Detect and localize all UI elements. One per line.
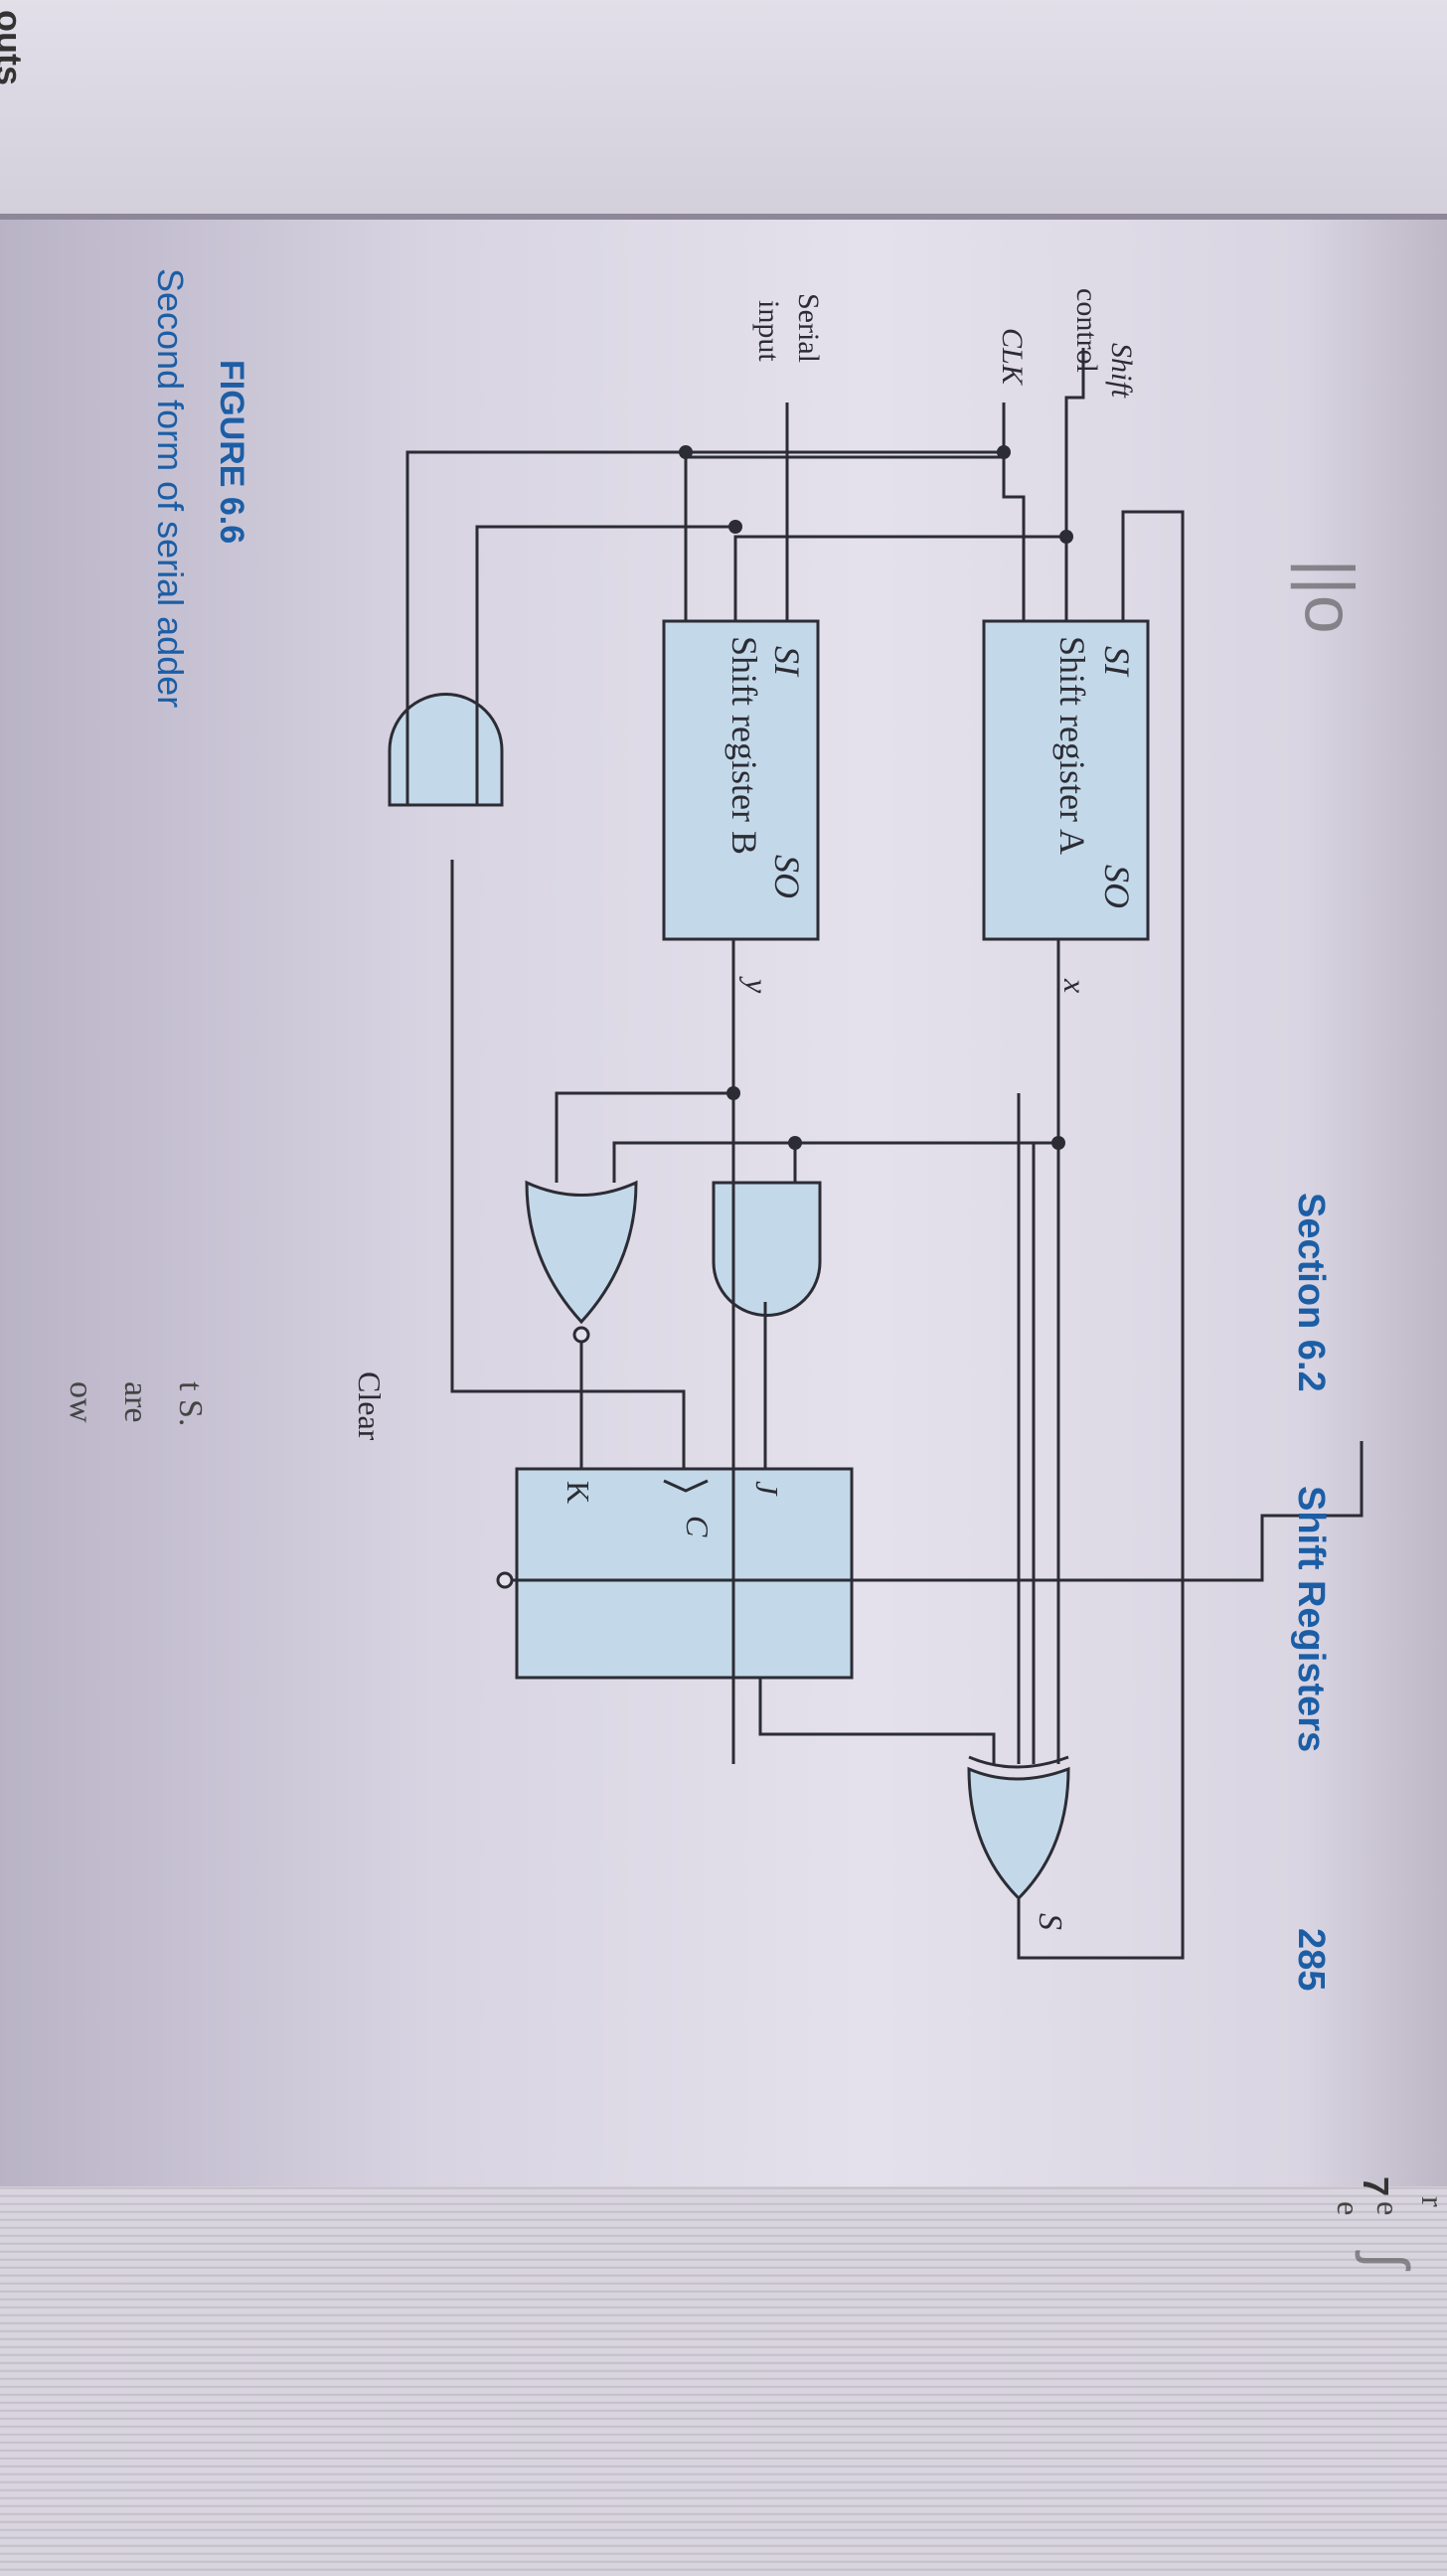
left-fragment-2: are [117,1381,154,1423]
previous-page [0,0,1447,220]
right-fragment-2: e [1370,2201,1406,2216]
flipflop-j: J [749,1481,785,1496]
xor-gate [967,1766,1070,1901]
left-fragment-1: t S. [172,1381,209,1427]
and-gate-carry [712,1181,822,1317]
register-a-so: SO [1097,865,1137,908]
sum-output: S [1032,1913,1068,1930]
label-clear: Clear [352,1371,388,1441]
register-b-name: Shift register B [724,636,764,855]
figure-label: FIGURE 6.6 [213,360,250,545]
left-fragment-3: ow [63,1381,99,1423]
right-fragment-3: e [1331,2201,1367,2216]
flipflop-k: K [561,1481,596,1505]
section-number: Section 6.2 [1290,1193,1332,1392]
shift-register-b-box [662,619,820,941]
label-input: input [752,300,785,362]
register-b-si: SI [767,646,807,676]
page-number: 285 [1290,1928,1332,1992]
output-x: x [1057,979,1093,994]
page-stack-edge [0,2186,1447,2576]
and-gate-clock [388,693,504,807]
output-y: y [739,979,775,994]
right-fragment-1: r [1414,2196,1447,2207]
flipflop-c: C [680,1516,716,1537]
figure-caption: Second form of serial adder [150,268,191,709]
register-a-name: Shift register A [1052,636,1092,855]
register-a-si: SI [1097,646,1137,676]
right-digit: 7 [1356,2176,1396,2197]
nor-bubble [572,1326,590,1344]
register-b-so: SO [767,855,807,898]
section-title: Shift Registers [1290,1486,1332,1753]
label-clk: CLK [996,328,1029,385]
label-control: control [1070,288,1103,373]
label-shift: Shift [1105,343,1138,399]
shift-register-a-box [982,619,1150,941]
prev-page-fragment: outs [0,10,30,85]
nor-gate [525,1180,638,1325]
label-serial: Serial [792,293,825,363]
